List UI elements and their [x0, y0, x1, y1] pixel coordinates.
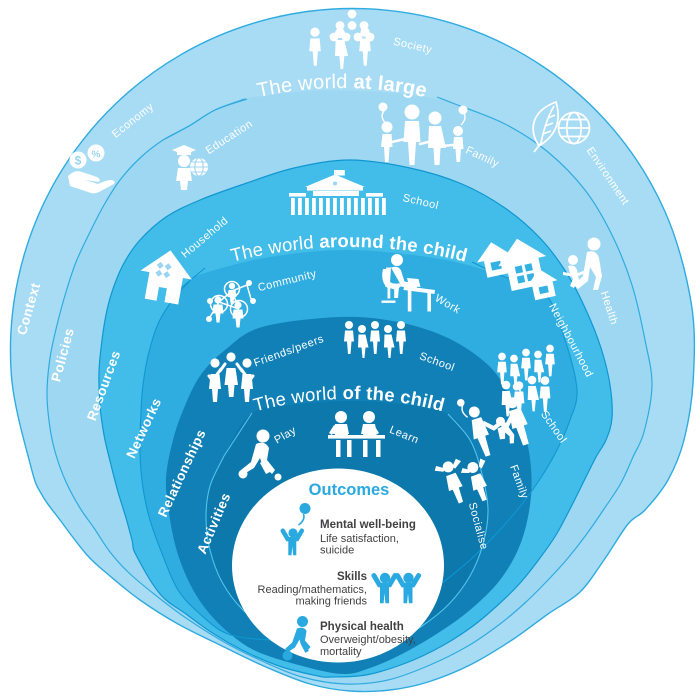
svg-text:Physical health: Physical health — [320, 621, 404, 633]
svg-text:Life satisfaction,: Life satisfaction, — [320, 533, 399, 545]
svg-text:Outcomes: Outcomes — [309, 481, 390, 499]
svg-text:%: % — [92, 150, 101, 161]
svg-text:Mental well-being: Mental well-being — [320, 519, 416, 531]
svg-text:Reading/mathematics,: Reading/mathematics, — [258, 584, 367, 596]
svg-text:Skills: Skills — [337, 571, 367, 583]
svg-text:making friends: making friends — [295, 596, 367, 608]
svg-text:$: $ — [75, 154, 82, 168]
svg-text:Overweight/obesity,: Overweight/obesity, — [320, 634, 416, 646]
svg-text:suicide: suicide — [320, 545, 354, 557]
svg-text:mortality: mortality — [320, 646, 362, 658]
